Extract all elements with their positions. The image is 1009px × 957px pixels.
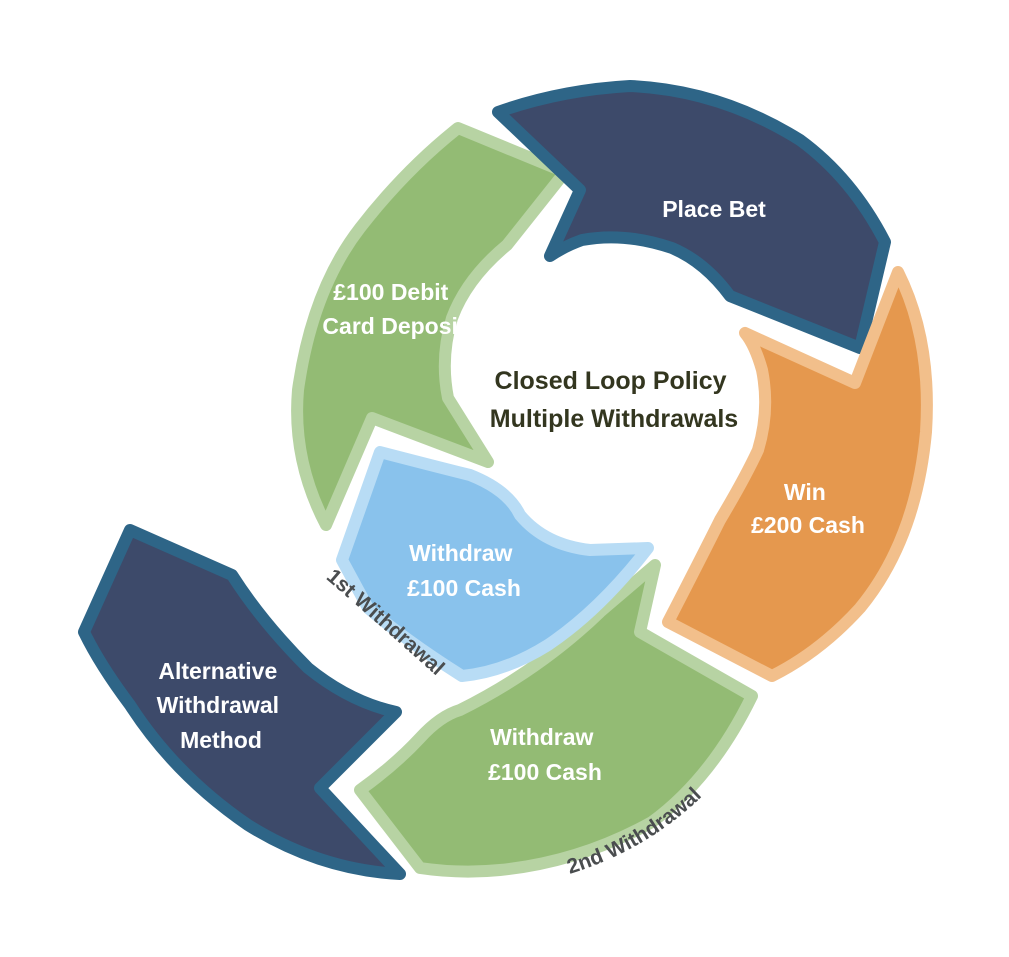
- segment-deposit-line2: Card Deposit: [322, 313, 465, 339]
- segment-place-bet-label: Place Bet: [662, 196, 766, 222]
- segment-place-bet: Place Bet: [492, 80, 891, 354]
- segment-withdraw-1-line1: Withdraw: [409, 540, 512, 566]
- segment-withdraw-1-label: Withdraw £100 Cash: [407, 540, 521, 601]
- segment-deposit-label: £100 Debit Card Deposit: [322, 279, 465, 339]
- segment-win-label: Win £200 Cash: [751, 479, 865, 538]
- segment-withdraw-2-label: Withdraw £100 Cash: [488, 724, 602, 785]
- segment-alternative-line1: Alternative: [158, 658, 277, 684]
- segment-win-line1: Win: [784, 479, 826, 505]
- segment-win: Win £200 Cash: [662, 266, 933, 682]
- center-title: Closed Loop Policy Multiple Withdrawals: [490, 367, 738, 433]
- segment-win-shape: [662, 266, 933, 682]
- segment-withdraw-1-shape: [336, 446, 654, 682]
- segment-deposit-line1: £100 Debit: [333, 279, 448, 305]
- segment-withdraw-1: Withdraw £100 Cash: [336, 446, 654, 682]
- segment-alternative: Alternative Withdrawal Method: [78, 524, 406, 880]
- segment-place-bet-line1: Place Bet: [662, 196, 766, 222]
- segment-withdraw-2-line2: £100 Cash: [488, 759, 602, 785]
- segment-deposit-shape: [291, 122, 571, 531]
- center-title-line2: Multiple Withdrawals: [490, 405, 738, 433]
- segment-win-line2: £200 Cash: [751, 512, 865, 538]
- segment-withdraw-2: Withdraw £100 Cash: [354, 559, 758, 878]
- segment-alternative-line2: Withdrawal: [157, 692, 279, 718]
- segment-withdraw-1-line2: £100 Cash: [407, 575, 521, 601]
- segment-withdraw-2-shape: [354, 559, 758, 878]
- center-title-line1: Closed Loop Policy: [495, 367, 727, 395]
- segment-place-bet-shape: [492, 80, 891, 354]
- segment-alternative-label: Alternative Withdrawal Method: [157, 658, 286, 753]
- segment-alternative-line3: Method: [180, 727, 262, 753]
- segment-withdraw-2-line1: Withdraw: [490, 724, 593, 750]
- segment-alternative-shape: [78, 524, 406, 880]
- segment-deposit: £100 Debit Card Deposit: [291, 122, 571, 531]
